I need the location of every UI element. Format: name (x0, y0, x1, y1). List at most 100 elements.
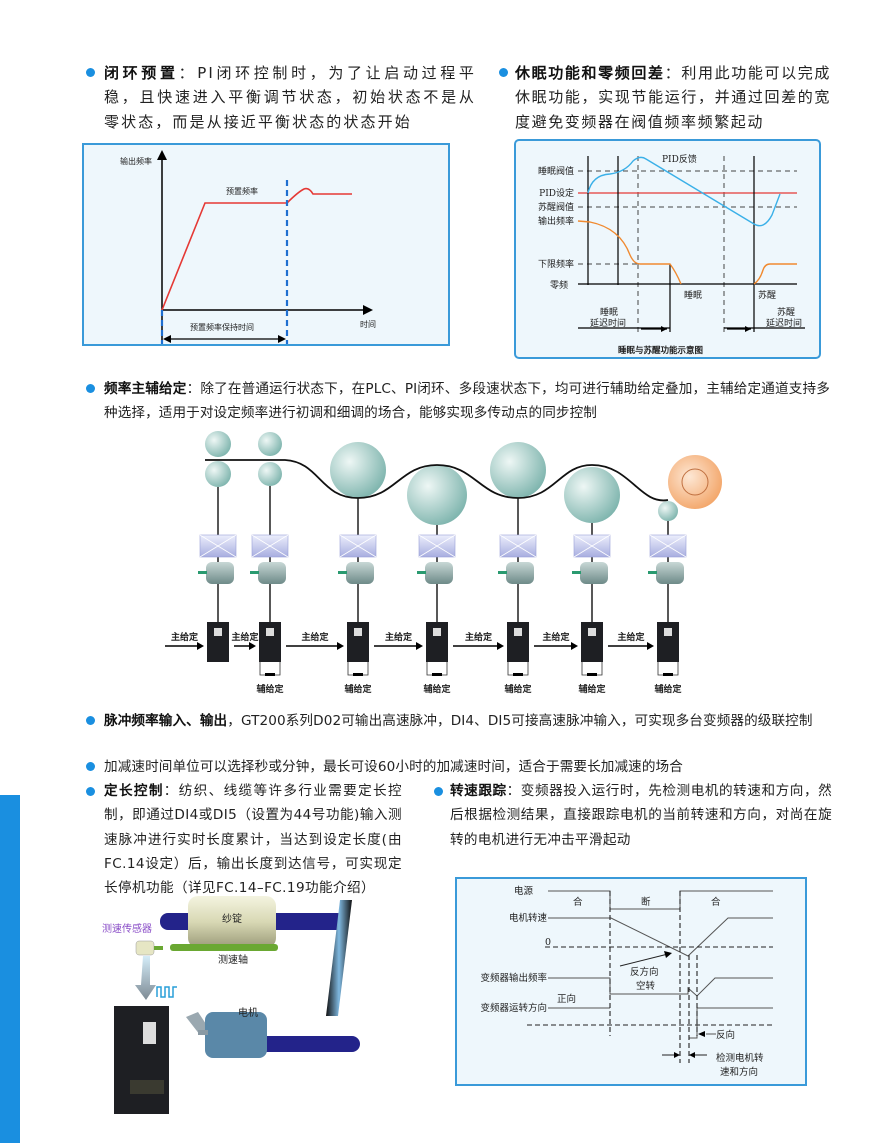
spindle-icon (188, 896, 276, 948)
inverter-icon (507, 622, 529, 662)
bullet-icon (86, 762, 95, 771)
main-aux-text: 频率主辅给定：除了在普通运行状态下，在PLC、PI闭环、多段速状态下，均可进行辅… (104, 377, 830, 426)
bullet-icon (434, 787, 443, 796)
reverse-idle-label-2: 空转 (636, 980, 656, 992)
power-label: 电源 (514, 885, 534, 897)
tracking-body: ：变频器投入运行时，先检测电机的转速和方向，然后根据检测结果，直接跟踪电机的当前… (450, 783, 832, 848)
length-control-picture: 纱锭 测速轴 测速传感器 电机 (102, 896, 360, 1114)
closed-loop-body: ：PI闭环控制时，为了让启动过程平稳，且快速进入平衡调节状态，初始状态不是从零状… (104, 64, 477, 131)
main-reference-label: 主给定 (301, 631, 329, 643)
wake-state-label: 苏醒 (758, 289, 776, 301)
main-reference-label: 主给定 (231, 631, 259, 643)
speed-sensor-label: 测速传感器 (102, 922, 152, 935)
speed-sensor-icon (135, 940, 155, 956)
speed-tracking-diagram: 电源 合 断 合 电机转速 0 反方向 空转 变频器输出频率 正向 变频器运转方… (455, 877, 807, 1086)
wake-delay-label-2: 延迟时间 (766, 317, 802, 329)
aux-reference-label: 辅给定 (256, 683, 284, 695)
zero-frequency-label: 零频 (550, 279, 568, 291)
closed-loop-text: 闭环预置：PI闭环控制时，为了让启动过程平稳，且快速进入平衡调节状态，初始状态不… (104, 61, 476, 134)
main-reference-label: 主给定 (465, 631, 493, 643)
sleep-text: 休眠功能和零频回差：利用此功能可以完成休眠功能，实现节能运行，并通过回差的宽度避… (515, 61, 831, 134)
sleep-diagram-caption: 睡眠与苏醒功能示意图 (618, 345, 703, 356)
speed-shaft-icon (170, 944, 278, 951)
inverter-icon (347, 622, 369, 662)
roller-icon (205, 431, 231, 457)
lower-limit-label: 下限频率 (538, 258, 574, 270)
roller-icon (258, 462, 282, 486)
arrow-head-icon (337, 642, 344, 650)
motor-icon (206, 562, 234, 584)
forward-label: 正向 (557, 993, 576, 1005)
roller-icon (205, 461, 231, 487)
wake-threshold-label: 苏醒阀值 (538, 201, 574, 213)
page-accent-bar (0, 795, 20, 1143)
y-axis-arrow-icon (157, 150, 167, 160)
sleep-diagram: 睡眠阀值 PID设定 苏醒阀值 输出频率 下限频率 零频 PID反馈 睡眠 苏醒… (514, 139, 821, 359)
sleep-heading: 休眠功能和零频回差 (515, 64, 665, 82)
sleep-delay-label-1: 睡眠 (600, 306, 618, 318)
pulse-wave-icon (156, 986, 177, 998)
output-frequency-trace (548, 977, 773, 997)
spindle-label: 纱锭 (222, 912, 242, 925)
bullet-icon (86, 384, 95, 393)
bullet-icon (499, 68, 508, 77)
motor-speed-label: 电机转速 (509, 912, 548, 924)
arrow-head-icon (647, 642, 654, 650)
accel-body: 加减速时间单位可以选择秒或分钟，最长可设60小时的加减速时间，适合于需要长加减速… (104, 759, 683, 775)
roller-icon (564, 467, 620, 523)
reverse-label: 反向 (716, 1029, 735, 1041)
main-reference-label: 主给定 (617, 631, 645, 643)
accel-text: 加减速时间单位可以选择秒或分钟，最长可设60小时的加减速时间，适合于需要长加减速… (104, 755, 830, 779)
power-on-label-2: 合 (711, 896, 721, 908)
reverse-idle-arrow-icon (664, 951, 672, 958)
main-reference-label: 主给定 (385, 631, 413, 643)
bullet-icon (86, 68, 95, 77)
roller-icon (258, 432, 282, 456)
closed-loop-diagram: 输出频率 时间 预置频率 预置频率保持时间 (82, 143, 450, 346)
x-axis-label: 时间 (360, 319, 376, 329)
motor-icon (506, 562, 534, 584)
aux-reference-label: 辅给定 (504, 683, 532, 695)
bullet-icon (86, 787, 95, 796)
x-axis-arrow-icon (363, 305, 373, 315)
motor-speed-trace (548, 917, 773, 957)
power-on-label-1: 合 (573, 896, 583, 908)
motor-icon (205, 1012, 267, 1058)
inverter-icon (259, 622, 281, 662)
inverter-icon (207, 622, 229, 662)
main-reference-label: 主给定 (171, 631, 199, 643)
inverter-icon (426, 622, 448, 662)
aux-reference-label: 辅给定 (578, 683, 606, 695)
sleep-body: ：利用此功能可以完成休眠功能，实现节能运行，并通过回差的宽度避免变频器在阀值频率… (515, 64, 831, 131)
detect-label-2: 速和方向 (720, 1066, 758, 1078)
belt-icon (326, 900, 352, 1016)
frequency-curve (161, 187, 352, 311)
pulse-text: 脉冲频率输入、输出，GT200系列D02可输出高速脉冲，DI4、DI5可接高速脉… (104, 709, 830, 733)
roller-icon (658, 501, 678, 521)
preset-frequency-label: 预置频率 (226, 186, 258, 196)
main-aux-body: ：除了在普通运行状态下，在PLC、PI闭环、多段速状态下，均可进行辅助给定叠加，… (104, 381, 830, 422)
aux-reference-label: 辅给定 (423, 683, 451, 695)
arrow-head-icon (497, 642, 504, 650)
arrow-head-icon (416, 642, 423, 650)
main-reference-label: 主给定 (542, 631, 570, 643)
motor-icon (656, 562, 684, 584)
main-aux-heading: 频率主辅给定 (104, 381, 187, 397)
detect-label-1: 检测电机转 (716, 1052, 764, 1064)
inverter-direction-label: 变频器运转方向 (480, 1002, 547, 1014)
motor-label: 电机 (238, 1006, 258, 1019)
motor-icon (258, 562, 286, 584)
tracking-text: 转速跟踪：变频器投入运行时，先检测电机的转速和方向，然后根据检测结果，直接跟踪电… (450, 779, 832, 852)
sleep-threshold-label: 睡眠阀值 (538, 165, 574, 177)
aux-reference-label: 辅给定 (344, 683, 372, 695)
reverse-idle-label-1: 反方向 (630, 966, 659, 978)
pid-feedback-label: PID反馈 (662, 153, 697, 165)
sleep-state-label: 睡眠 (684, 289, 702, 301)
material-web-line (205, 459, 669, 502)
inverter-icon (114, 1006, 169, 1114)
hold-time-label: 预置频率保持时间 (190, 322, 254, 332)
output-arrow-icon (186, 1012, 210, 1035)
pulse-body: ，GT200系列D02可输出高速脉冲，DI4、DI5可接高速脉冲输入，可实现多台… (227, 713, 813, 729)
sleep-delay-label-2: 延迟时间 (590, 317, 626, 329)
inverter-output-label: 变频器输出频率 (480, 972, 547, 984)
